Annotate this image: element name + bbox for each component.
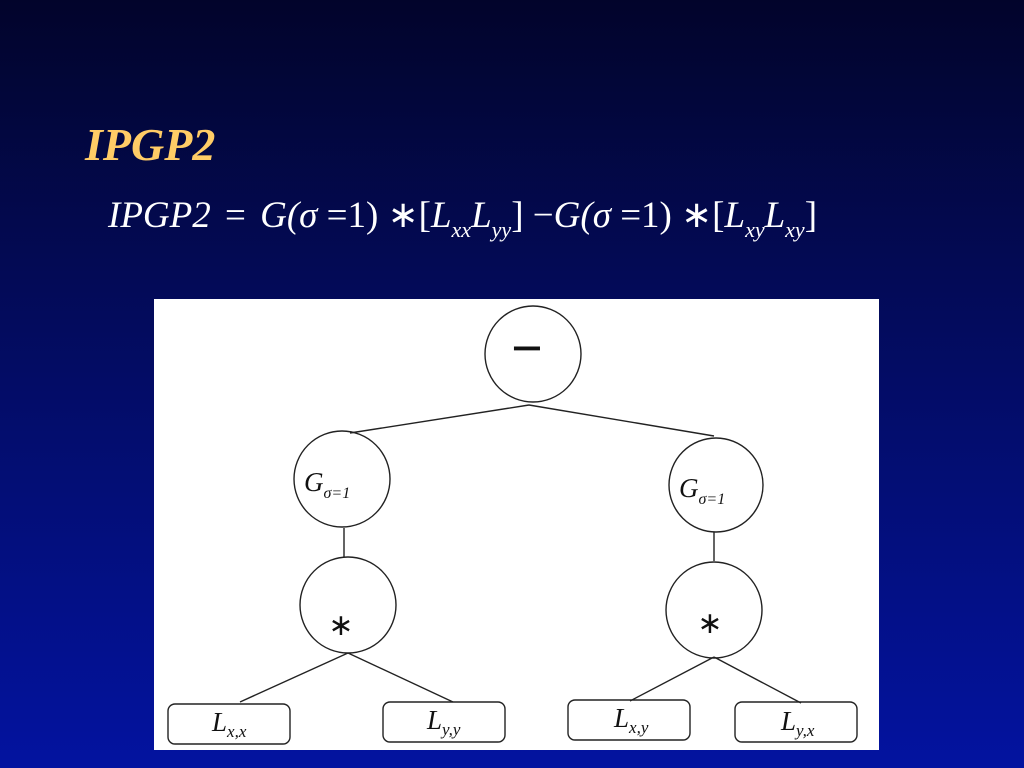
formula-sigma1: σ [299,195,318,236]
leaf-box-lyx [734,701,858,743]
edge-mult-leaf1-left [239,652,349,703]
left-gauss-sub: σ=1 [324,485,351,502]
root-node [484,305,582,403]
leaf-box-lxx [167,703,291,745]
left-mult-node [299,556,397,654]
right-gauss-node [668,437,764,533]
leaf-lxy-sub: x,y [628,718,649,737]
formula-bracket1-open: [ [418,195,431,236]
edge-mult-leaf2-right [713,656,802,704]
leaf-box-lxy [567,699,691,741]
left-mult-label: ∗ [328,609,353,642]
leaf-box-lyy [382,701,506,743]
leaf-lxy-label: Lx,y [613,703,649,737]
leaf-lyx-L: L [780,706,796,736]
ipgp2-formula: IPGP2 = G(σ =1) ∗[LxxLyy] −G(σ =1) ∗[Lxy… [108,194,818,241]
formula-L4: L [764,195,786,236]
formula-L2: L [471,195,492,236]
formula-star2: ∗ [681,195,713,236]
formula-g1: G( [260,195,300,236]
formula-sub4: xy [785,217,805,242]
formula-g2: G( [553,195,593,236]
formula-eq1: =1) [317,195,379,236]
slide-title: IPGP2 [85,119,216,170]
leaf-lxy-L: L [613,703,629,733]
formula-sigma2: σ [592,195,611,236]
leaf-lyy-sub: y,y [440,720,461,739]
leaf-lxx-sub: x,x [226,722,247,741]
formula-bracket1-close: ] [511,195,524,236]
edge-root-left [349,404,530,434]
leaf-lxx-L: L [211,707,227,737]
formula-sub1: xx [451,217,472,242]
formula-lhs: IPGP2 [108,195,211,236]
formula-L3: L [724,195,746,236]
leaf-lyy-label: Ly,y [426,705,461,739]
edge-mult-leaf2-left [347,652,454,703]
formula-equals: = [225,195,246,236]
right-mult-node [665,561,763,659]
formula-minus: − [532,195,554,236]
left-gauss-node [293,430,391,528]
right-gauss-sub: σ=1 [699,491,726,508]
formula-L1: L [430,195,452,236]
formula-bracket2-open: [ [712,195,725,236]
left-gauss-G: G [304,467,324,497]
right-mult-label: ∗ [697,607,722,640]
edge-root-right [528,404,715,437]
left-gauss-label: Gσ=1 [304,467,350,502]
formula-star1: ∗ [387,195,419,236]
root-minus-label: − [511,318,543,380]
expression-tree-diagram: − Gσ=1 Gσ=1 ∗ ∗ Lx,x Ly,y Lx,y Ly,x [154,299,879,750]
formula-bracket2-close: ] [804,195,818,236]
leaf-lyx-sub: y,x [794,721,815,740]
leaf-lyy-L: L [426,705,442,735]
right-gauss-G: G [679,473,699,503]
edge-mult-leaf1-right [629,656,715,702]
expression-tree-svg: − Gσ=1 Gσ=1 ∗ ∗ Lx,x Ly,y Lx,y Ly,x [167,305,858,745]
leaf-lxx-label: Lx,x [211,707,247,741]
right-gauss-label: Gσ=1 [679,473,725,508]
formula-sub3: xy [745,217,765,242]
formula-sub2: yy [491,217,512,242]
leaf-lyx-label: Ly,x [780,706,815,740]
formula-eq2: =1) [610,195,672,236]
